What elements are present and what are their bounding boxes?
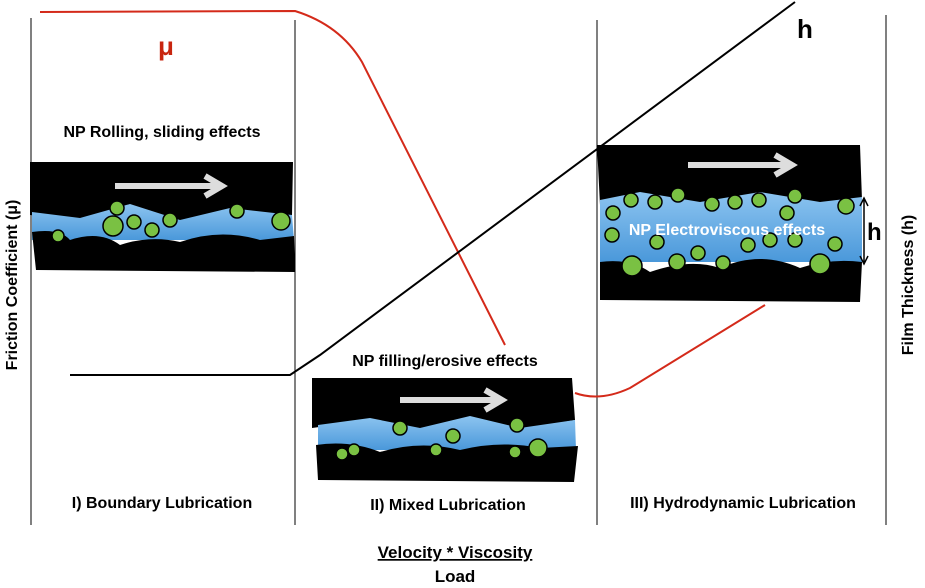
x-axis-denominator: Load (435, 567, 476, 586)
h-label: h (797, 14, 813, 44)
regime-3-effect: NP Electroviscous effects (629, 222, 825, 239)
regime-dividers (30, 15, 887, 525)
y-axis-right-label: Film Thickness (h) (900, 215, 917, 355)
boundary-contact-illustration (30, 162, 295, 272)
regime-3-label: III) Hydrodynamic Lubrication (630, 495, 856, 512)
regime-2-label: II) Mixed Lubrication (370, 497, 526, 514)
mu-label: μ (158, 31, 174, 61)
y-axis-left-label: Friction Coefficient (μ) (4, 200, 21, 371)
mixed-contact-illustration (312, 378, 578, 482)
regime-1-label: I) Boundary Lubrication (72, 495, 252, 512)
x-axis-numerator: Velocity * Viscosity (378, 543, 533, 562)
friction-curve (39, 9, 766, 398)
film-thickness-curve (70, 1, 796, 376)
hydrodynamic-contact-illustration (597, 145, 869, 302)
regime-1-effect: NP Rolling, sliding effects (63, 124, 260, 141)
gap-h-label: h (867, 219, 882, 246)
regime-2-effect: NP filling/erosive effects (352, 353, 538, 370)
